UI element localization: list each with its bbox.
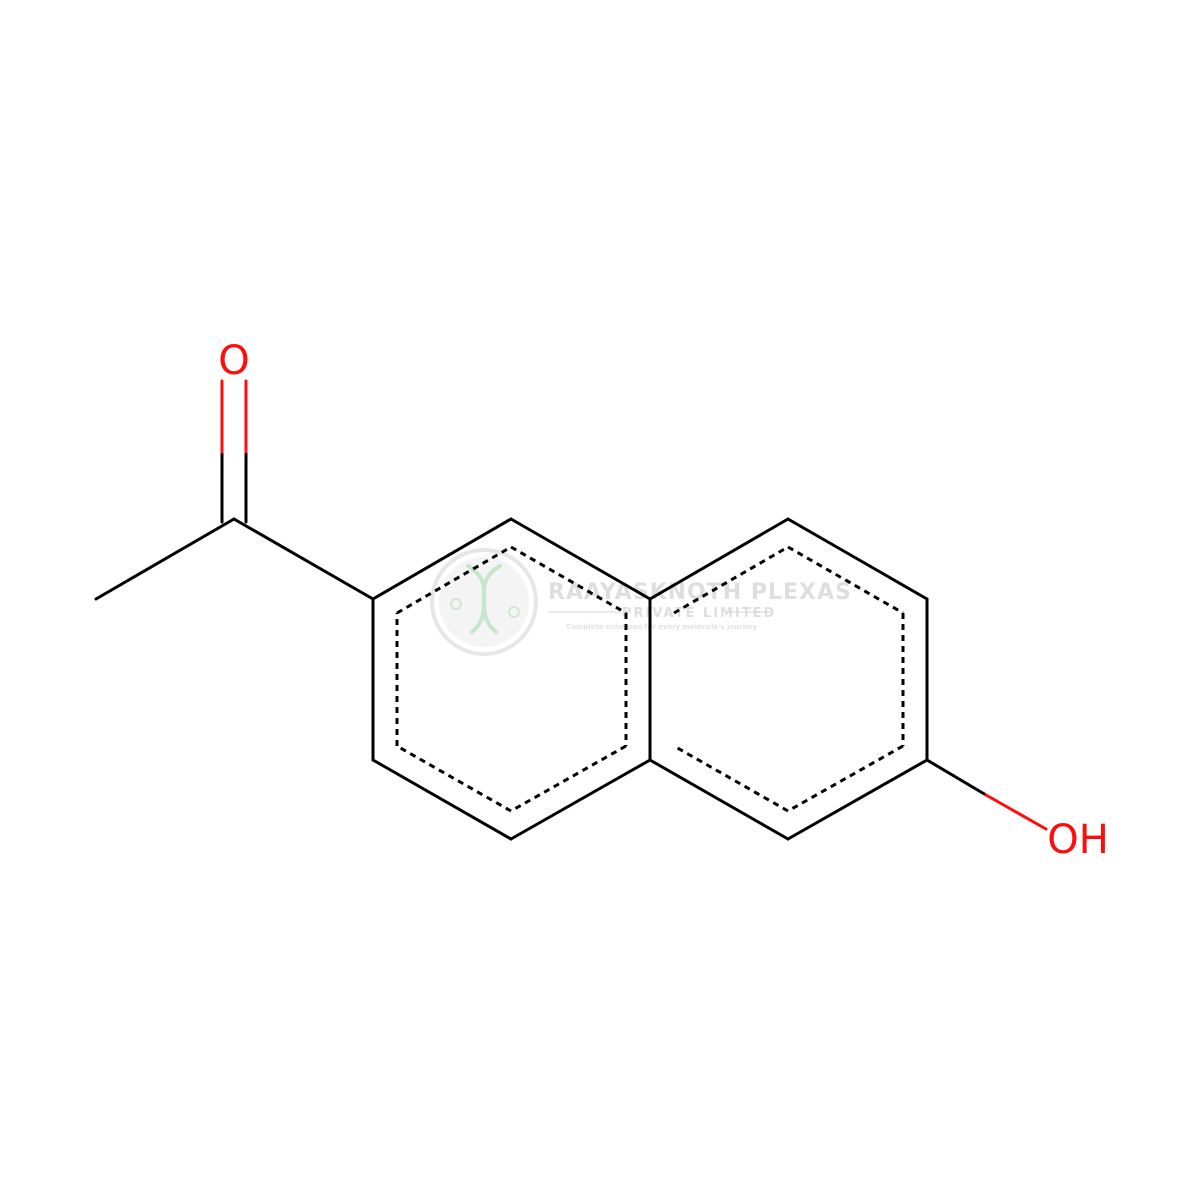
watermark-subtitle: PRIVATE LIMITED (622, 606, 776, 621)
ring-right (648, 517, 929, 841)
bond-carbonyl-double (220, 379, 248, 524)
watermark-company: RAAYASKNOTH PLEXAS (548, 580, 852, 605)
watermark: RAAYASKNOTH PLEXAS PRIVATE LIMITED Compl… (430, 548, 852, 656)
watermark-dot-icon (450, 598, 462, 610)
atom-label-hydroxyl: OH (1047, 817, 1109, 863)
ring-left (371, 517, 652, 841)
atom-label-carbonyl-oxygen: O (218, 338, 249, 384)
watermark-logo-ring (430, 548, 538, 656)
watermark-dot-icon (508, 606, 520, 618)
bond-methyl (94, 517, 236, 601)
bond-acyl-ring (232, 517, 375, 601)
watermark-helix-icon (466, 564, 502, 634)
ring-right-aromatic (673, 545, 905, 813)
bond-hydroxyl (925, 758, 1048, 831)
ring-left-aromatic (395, 545, 628, 813)
watermark-tagline: Complete solutions for every molecule's … (566, 623, 757, 631)
